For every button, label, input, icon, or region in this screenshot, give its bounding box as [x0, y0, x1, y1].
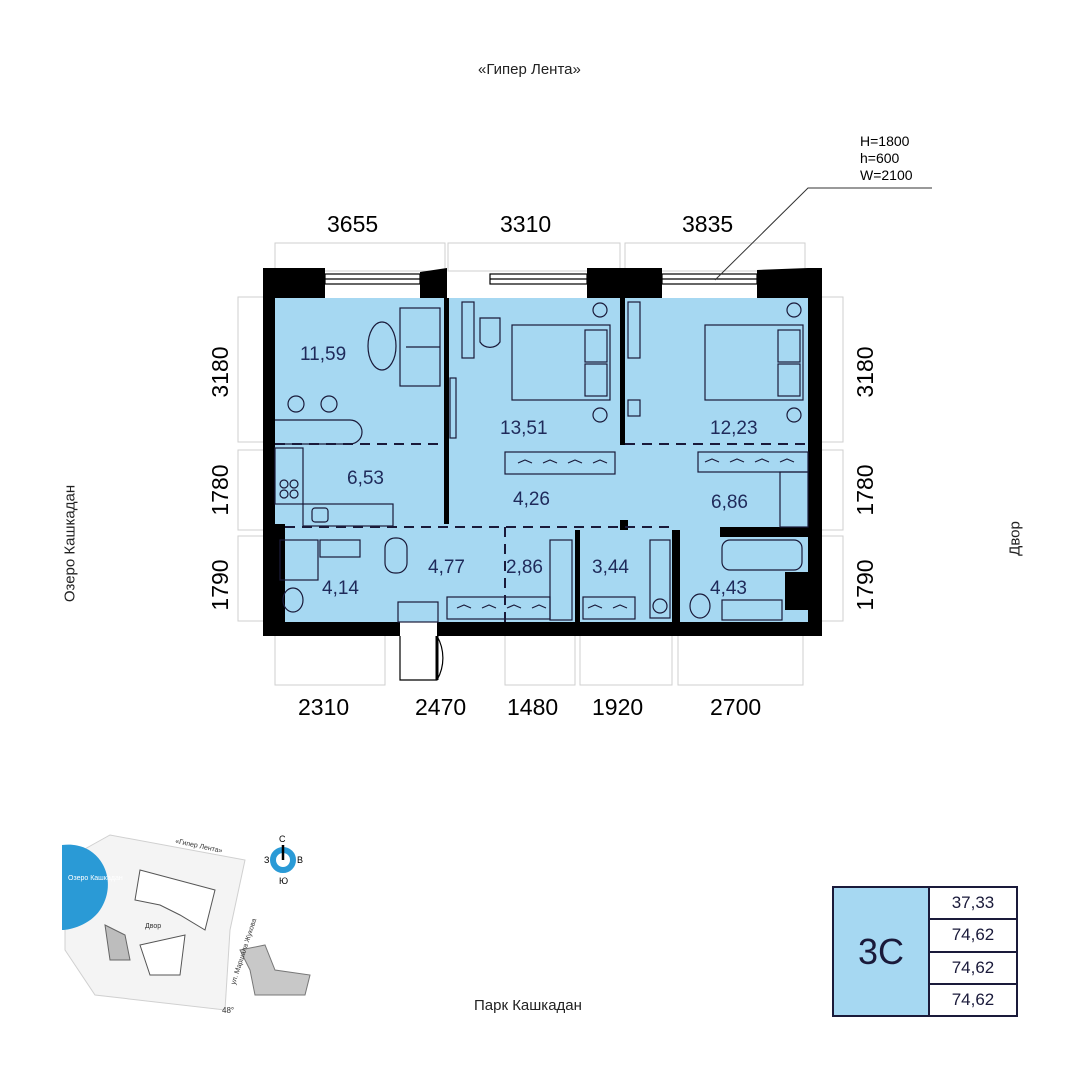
room-area-kitchen: 6,53 [347, 468, 384, 489]
window-spec-line-1: H=1800 [860, 133, 910, 149]
area-value: 74,62 [930, 920, 1016, 953]
dim-top-2: 3310 [500, 211, 551, 237]
room-area-bathroom-2: 4,43 [710, 578, 747, 599]
compass-e: В [297, 855, 303, 865]
area-value: 74,62 [930, 953, 1016, 985]
room-area-hall: 4,26 [513, 489, 550, 510]
site-lake-label: Озеро Кашкадан [68, 875, 123, 882]
dim-bottom-3: 1480 [507, 694, 558, 720]
compass-icon: С Ю З В [264, 834, 303, 886]
room-area-bathroom-1: 4,14 [322, 578, 359, 599]
dim-bottom-4: 1920 [592, 694, 643, 720]
dim-bottom-5: 2700 [710, 694, 761, 720]
room-area-wardrobe: 2,86 [506, 557, 543, 578]
site-lake [62, 844, 108, 930]
furniture [274, 301, 809, 681]
room-area-laundry: 3,44 [592, 557, 629, 578]
window-spec-leader [714, 187, 932, 281]
dim-right-1: 3180 [852, 346, 878, 397]
window-spec-line-2: h=600 [860, 150, 900, 166]
room-area-entry: 4,77 [428, 557, 465, 578]
compass-w: З [264, 855, 269, 865]
dim-right-2: 1780 [852, 464, 878, 515]
apartment-type: 3С [834, 888, 930, 1015]
area-value: 74,62 [951, 989, 995, 1009]
window-spec-line-3: W=2100 [860, 167, 913, 183]
room-area-bedroom-2: 12,23 [710, 418, 758, 439]
area-value: 37,33 [930, 888, 1016, 921]
site-yard-label: Двор [145, 923, 161, 930]
room-area-bedroom-1: 13,51 [500, 418, 548, 439]
room-fill [275, 298, 820, 622]
dim-left-1: 3180 [207, 346, 233, 397]
hangers [456, 458, 795, 609]
site-plan: Озеро Кашкадан «Гипер Лента» Двор ул. Ма… [62, 834, 311, 1015]
site-angle-label: 48° [222, 1006, 234, 1015]
apartment-summary: 3С 37,33 74,62 74,62 74,62 [832, 886, 1018, 1017]
dim-bottom-2: 2470 [415, 694, 466, 720]
room-area-living: 11,59 [300, 344, 346, 365]
room-area-corridor-right: 6,86 [711, 492, 748, 513]
compass-s: Ю [279, 876, 288, 886]
dim-right-3: 1790 [852, 559, 878, 610]
dim-top-3: 3835 [682, 211, 733, 237]
apartment-area-list: 37,33 74,62 74,62 74,62 [930, 888, 1016, 1015]
context-top-label: «Гипер Лента» [478, 61, 581, 78]
compass-n: С [279, 834, 286, 844]
zone-lines [275, 443, 808, 622]
dim-bottom-1: 2310 [298, 694, 349, 720]
dim-left-2: 1780 [207, 464, 233, 515]
dim-left-3: 1790 [207, 559, 233, 610]
dim-top-1: 3655 [327, 211, 378, 237]
windows [324, 273, 758, 285]
context-bottom-label: Парк Кашкадан [474, 997, 582, 1014]
